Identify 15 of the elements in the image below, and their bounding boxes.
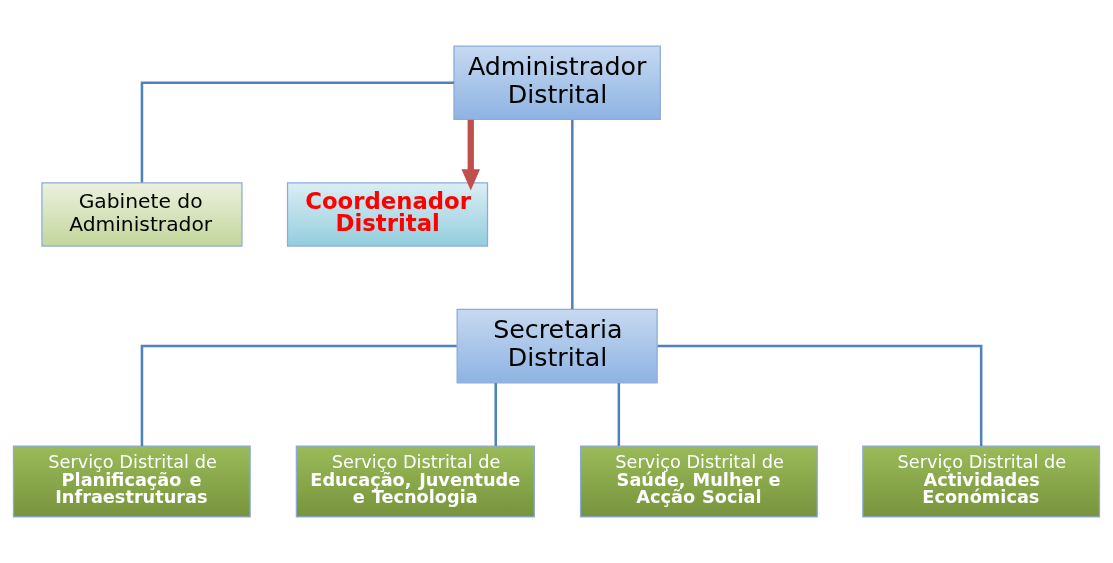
connector <box>617 383 621 446</box>
connector <box>140 81 454 183</box>
connector <box>571 119 574 310</box>
node-box: Gabinete do Administrador <box>41 182 243 247</box>
arrow <box>461 119 480 191</box>
node-box: Administrador Distrital <box>453 45 661 121</box>
node-box: Coordenador Distrital <box>286 182 489 247</box>
node-box: Serviço Distrital de Actividades Económicas <box>862 445 1101 518</box>
node-box: Secretaria Distrital <box>456 308 658 384</box>
node-box: Serviço Distrital de Planificação e Infraestruturas <box>12 445 251 518</box>
node-box: Serviço Distrital de Saúde, Mulher e Acção Social <box>579 445 818 518</box>
connector <box>657 344 983 446</box>
connector <box>140 344 457 446</box>
connector <box>494 383 497 446</box>
node-box: Serviço Distrital de Educação, Juventude e Tecnologia <box>295 445 535 518</box>
